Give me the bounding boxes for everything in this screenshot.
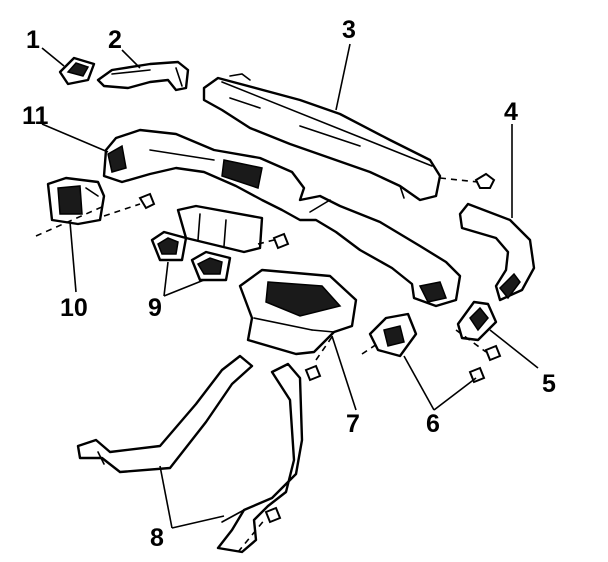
part-4-side-duct — [458, 202, 536, 302]
part-11-main-duct — [102, 128, 462, 308]
callout-11: 11 — [22, 102, 49, 130]
part-10-left-vent — [46, 176, 106, 226]
callout-4: 4 — [504, 98, 518, 126]
callout-6: 6 — [426, 410, 440, 438]
alignment-lines — [35, 177, 487, 553]
part-5-bracket — [456, 300, 498, 342]
callout-8: 8 — [150, 524, 164, 552]
screw-6 — [468, 366, 486, 384]
screws — [138, 172, 502, 524]
callout-2: 2 — [108, 26, 122, 54]
part-9-center-vents — [150, 230, 232, 282]
part-1-vent-outlet — [58, 56, 96, 86]
part-6-bracket — [368, 312, 418, 358]
part-8-rear-floor-ducts — [76, 354, 304, 554]
screw-8 — [264, 506, 282, 524]
callout-7: 7 — [346, 410, 360, 438]
part-3-defroster-duct — [202, 73, 442, 202]
callout-1: 1 — [26, 26, 40, 54]
screw-5 — [484, 344, 502, 362]
callout-5: 5 — [542, 370, 556, 398]
screw-7 — [304, 364, 322, 382]
callout-10: 10 — [60, 294, 88, 322]
callout-labels: 1 2 3 4 5 6 7 8 9 10 11 — [22, 16, 556, 552]
leader-lines — [41, 43, 539, 529]
callout-9: 9 — [148, 294, 162, 322]
screw-10 — [138, 192, 156, 210]
center-vent-bezel — [176, 204, 264, 254]
screw-3 — [474, 172, 496, 189]
part-7-floor-outlet — [238, 268, 358, 356]
callout-3: 3 — [342, 16, 356, 44]
part-2-small-duct — [96, 60, 190, 92]
screw-9 — [272, 232, 290, 250]
